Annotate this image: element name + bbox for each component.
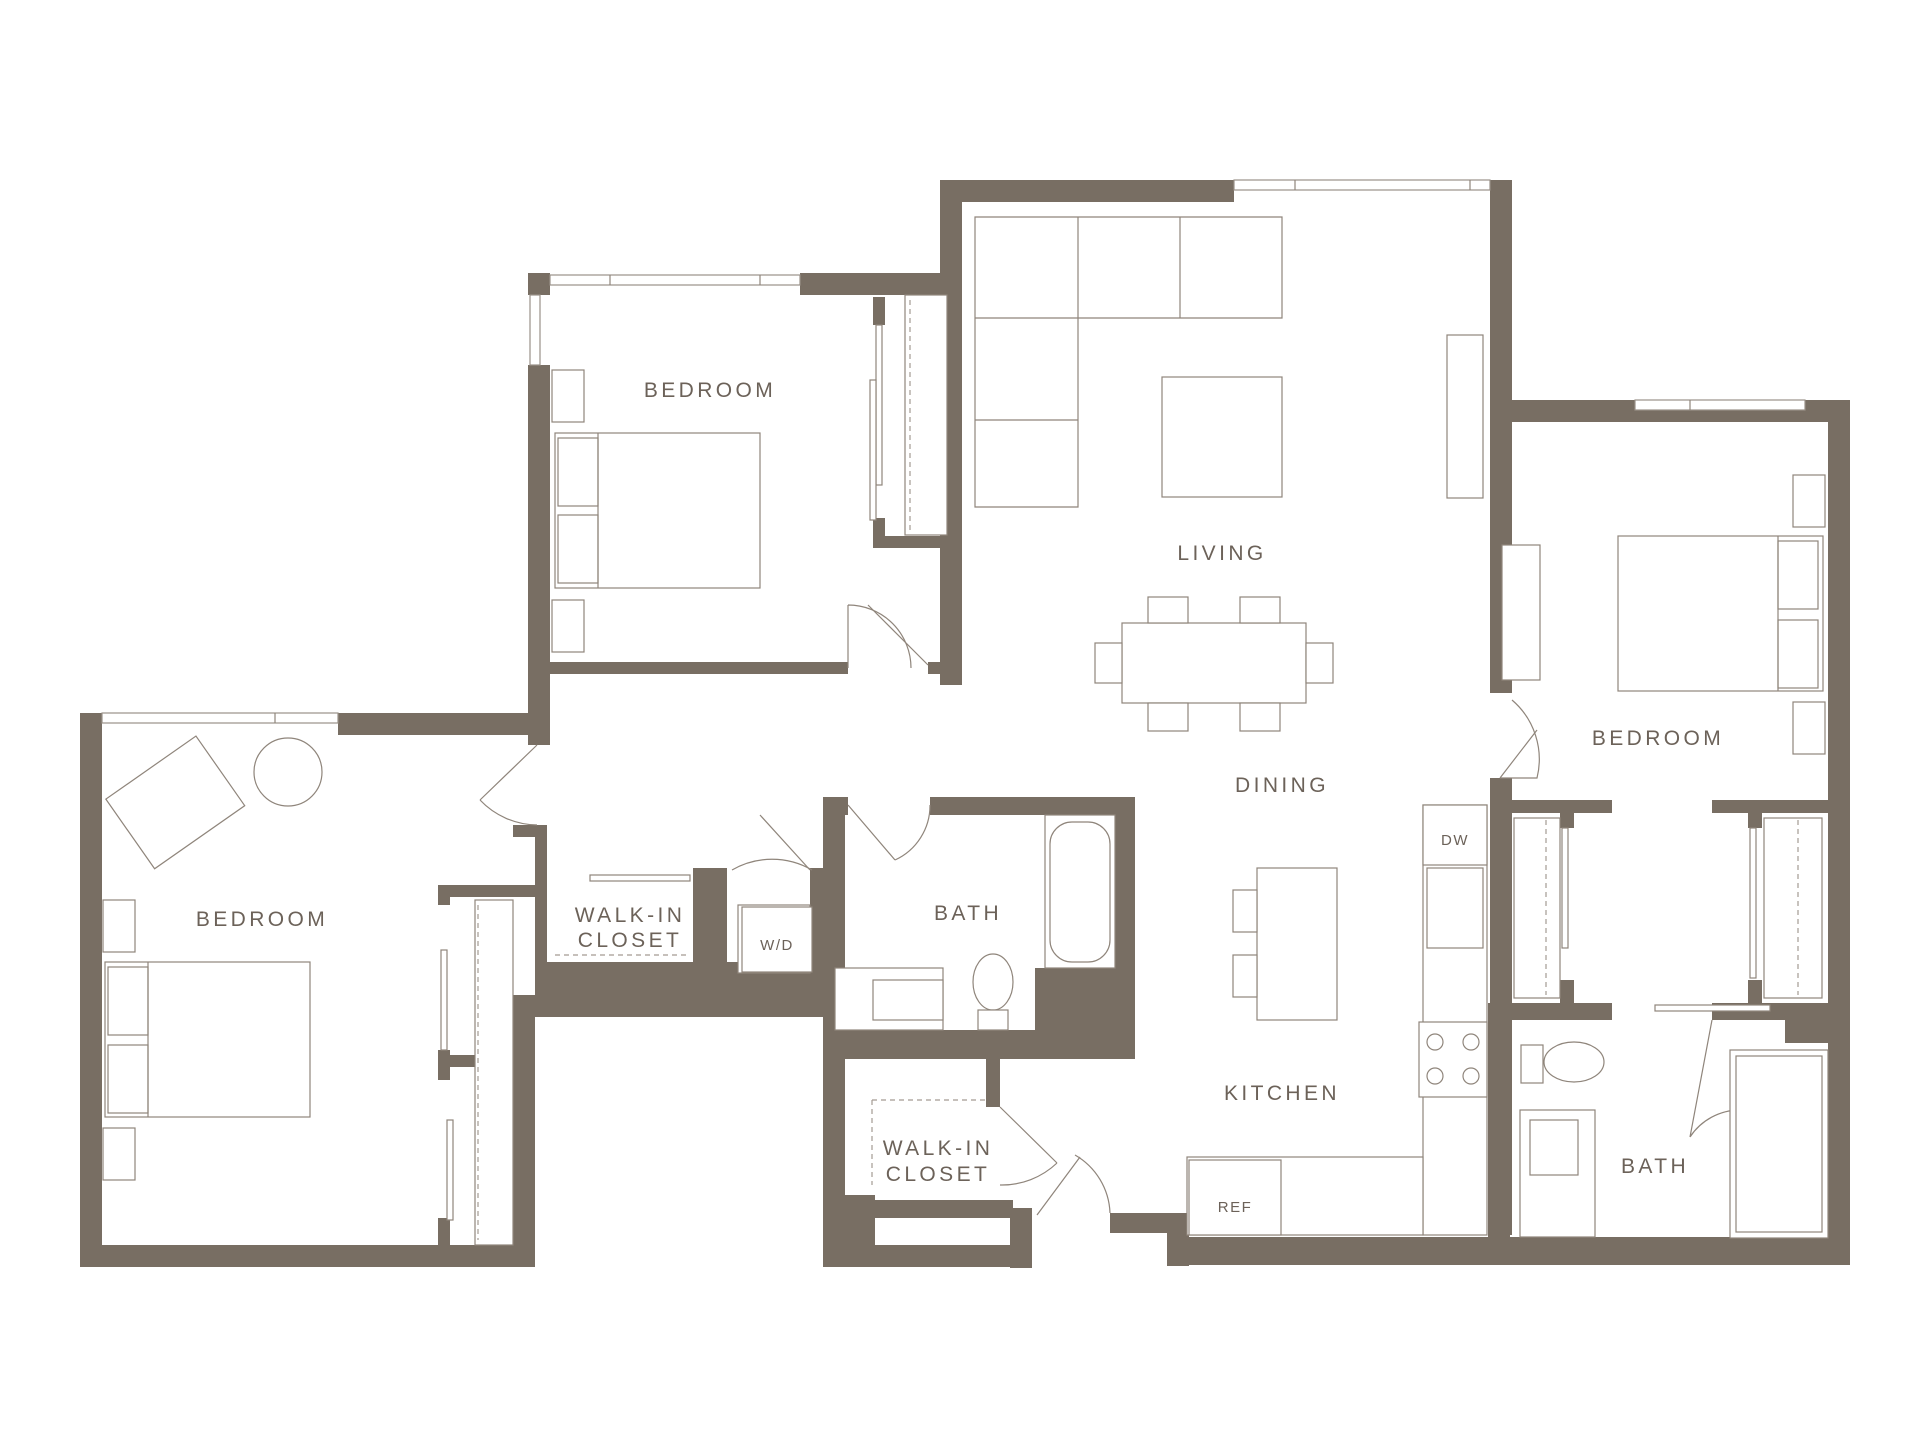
walls — [80, 180, 1850, 1268]
furniture — [102, 216, 1829, 1239]
label-dishwasher: DW — [1441, 832, 1469, 849]
bed-north — [551, 369, 761, 653]
bed-west — [102, 735, 323, 1181]
label-bedroom-west: BEDROOM — [196, 908, 328, 931]
label-living: LIVING — [1177, 542, 1266, 565]
label-walkin-closet-south-line2: CLOSET — [886, 1163, 990, 1186]
kitchen-counter — [1186, 804, 1488, 1236]
label-walkin-closet-south-line1: WALK-IN — [883, 1137, 994, 1160]
label-bedroom-north: BEDROOM — [644, 379, 776, 402]
appliances: W/D DW REF — [741, 832, 1469, 1216]
label-dining: DINING — [1235, 774, 1329, 797]
label-washer-dryer: W/D — [760, 937, 794, 954]
doors — [479, 604, 1741, 1216]
label-walkin-closet-west-line2: CLOSET — [578, 929, 682, 952]
label-walkin-closet-west-line1: WALK-IN — [575, 904, 686, 927]
kitchen-island — [1232, 867, 1338, 1021]
label-kitchen: KITCHEN — [1224, 1082, 1340, 1105]
east-bath-fixtures — [1519, 1041, 1829, 1239]
label-bedroom-east: BEDROOM — [1592, 727, 1724, 750]
closet-fixtures — [440, 294, 1823, 1246]
sectional-sofa — [974, 216, 1484, 508]
bed-east — [1501, 474, 1826, 755]
room-labels: BEDROOM BEDROOM BEDROOM LIVING DINING KI… — [196, 379, 1724, 1186]
windows — [101, 179, 1806, 724]
label-bath-center: BATH — [934, 902, 1002, 925]
label-bath-east: BATH — [1621, 1155, 1689, 1178]
label-refrigerator: REF — [1218, 1199, 1253, 1216]
dining-table — [1094, 596, 1334, 732]
